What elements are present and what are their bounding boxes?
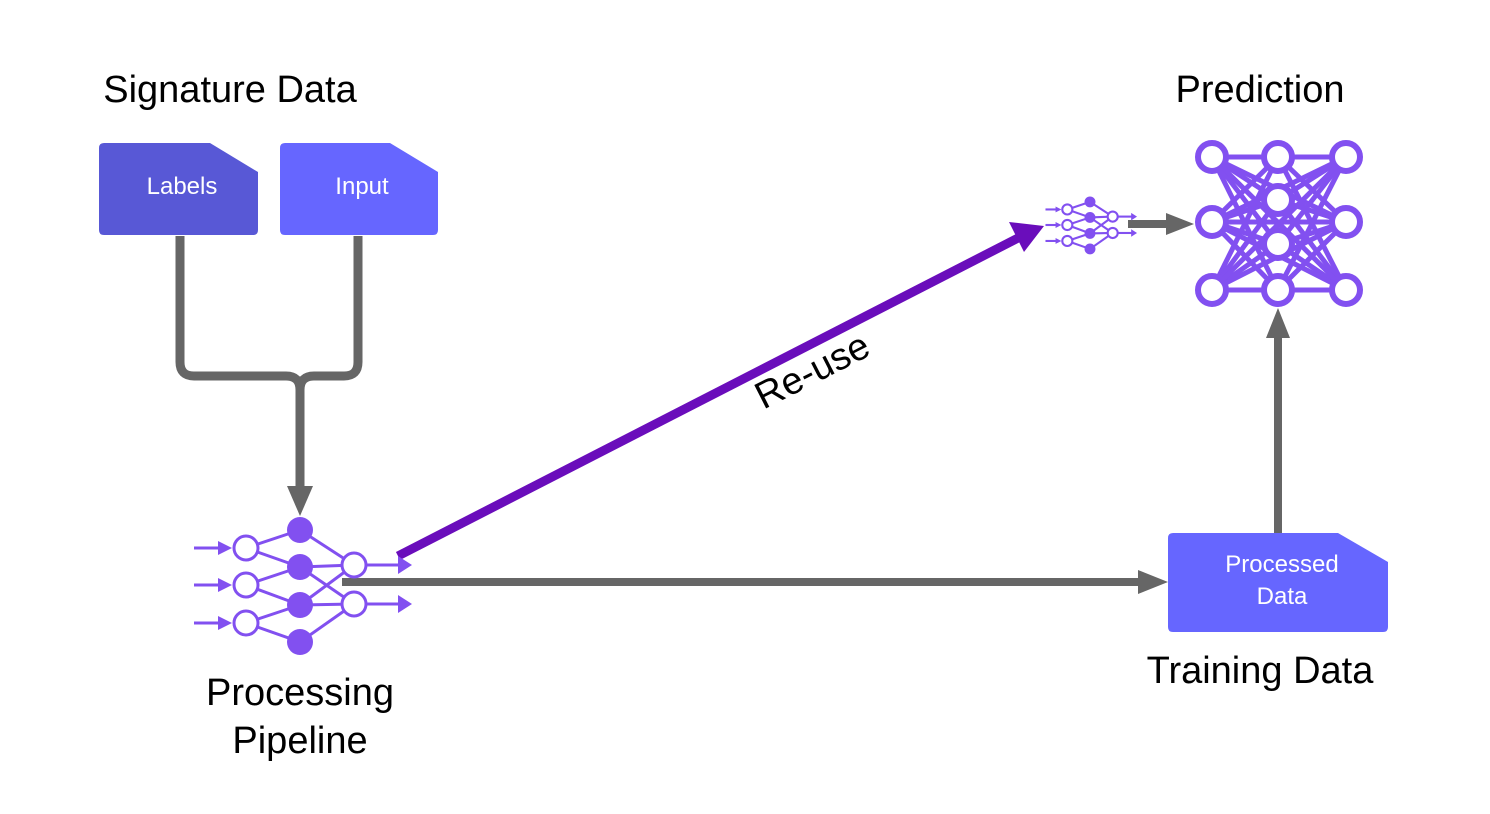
processed-data-label-line2: Data xyxy=(1257,583,1308,610)
input-arrowhead xyxy=(218,578,232,592)
output-node xyxy=(1106,226,1119,240)
input-node xyxy=(1061,218,1074,232)
small-network-to-prediction-arrowhead xyxy=(1166,213,1194,235)
input-arrowhead xyxy=(1055,222,1062,228)
prediction-node xyxy=(1261,273,1295,307)
reused-network-icon xyxy=(1045,196,1138,255)
processed-data-label-line1: Processed xyxy=(1225,551,1338,578)
input-node xyxy=(1061,234,1074,248)
labels-document: Labels xyxy=(99,143,258,235)
hidden-node xyxy=(287,517,313,543)
prediction-node xyxy=(1195,273,1229,307)
input-arrowhead xyxy=(218,616,232,630)
input-arrowhead xyxy=(1055,238,1062,244)
prediction-heading: Prediction xyxy=(1176,69,1345,111)
hidden-node xyxy=(1084,211,1096,223)
output-node xyxy=(340,551,368,579)
pipeline-to-training-arrowhead xyxy=(1138,570,1168,594)
prediction-node xyxy=(1195,205,1229,239)
reuse-arrow xyxy=(395,231,1025,561)
prediction-network-edges xyxy=(1209,154,1349,293)
processing-pipeline-heading-line2: Pipeline xyxy=(232,720,367,762)
prediction-node xyxy=(1261,227,1295,261)
input-node xyxy=(232,609,260,637)
input-node xyxy=(1061,203,1074,216)
input-node xyxy=(232,571,260,599)
input-node xyxy=(232,534,260,562)
hidden-node xyxy=(1084,227,1096,239)
labels-document-label: Labels xyxy=(147,173,218,200)
prediction-node xyxy=(1195,140,1229,174)
input-document-label: Input xyxy=(335,173,389,200)
hidden-node xyxy=(1084,243,1096,255)
hidden-node xyxy=(287,592,313,618)
pipeline-input-arrowhead xyxy=(287,486,313,516)
signature-data-heading: Signature Data xyxy=(103,69,357,111)
reuse-arrowhead xyxy=(1009,222,1044,252)
training-to-prediction-arrowhead xyxy=(1266,308,1290,338)
processing-pipeline-network-icon xyxy=(194,517,412,655)
input-arrowhead xyxy=(218,541,232,555)
hidden-node xyxy=(1084,196,1096,208)
input-document: Input xyxy=(280,143,438,235)
output-node xyxy=(1106,210,1119,223)
prediction-node xyxy=(1329,205,1363,239)
training-data-heading: Training Data xyxy=(1147,650,1375,692)
input-arrowhead xyxy=(1055,206,1062,213)
output-arrowhead xyxy=(1131,212,1138,221)
output-node xyxy=(340,590,368,618)
output-arrowhead xyxy=(398,556,412,574)
output-arrowhead xyxy=(398,595,412,613)
merge-connector xyxy=(175,236,363,490)
prediction-node xyxy=(1261,140,1295,174)
prediction-neural-network-icon xyxy=(1195,140,1363,307)
hidden-node xyxy=(287,629,313,655)
prediction-node xyxy=(1261,183,1295,217)
processing-pipeline-heading-line1: Processing xyxy=(206,672,394,714)
prediction-node xyxy=(1329,140,1363,174)
hidden-node xyxy=(287,554,313,580)
prediction-node xyxy=(1329,273,1363,307)
output-arrowhead xyxy=(1131,229,1138,237)
processed-data-document: Processed Data xyxy=(1168,533,1388,632)
